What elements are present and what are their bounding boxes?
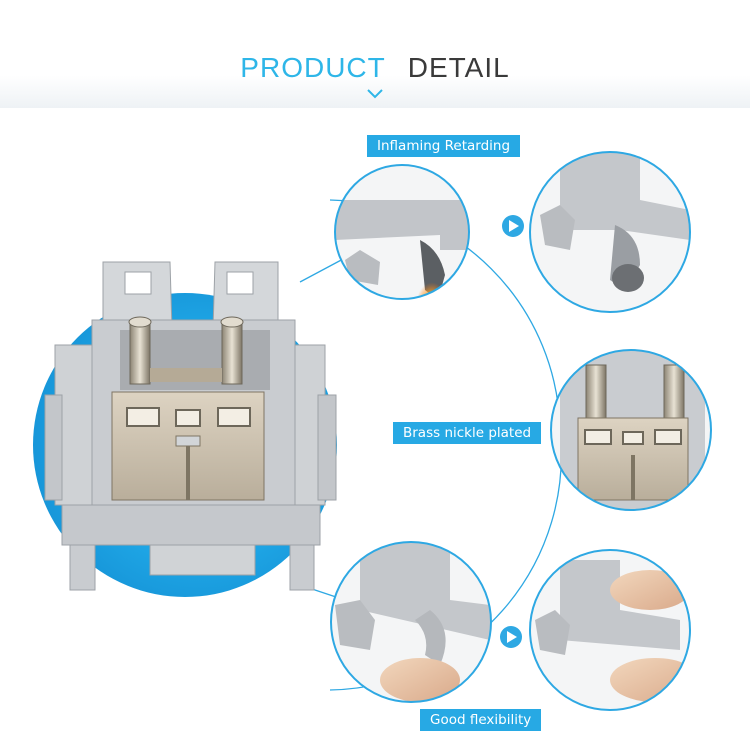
detail-flex-result-circle <box>530 550 690 710</box>
title-detail: DETAIL <box>407 52 510 83</box>
header-band: PRODUCT DETAIL <box>0 0 750 108</box>
page-title: PRODUCT DETAIL <box>0 52 750 84</box>
detail-flex-circle <box>331 542 491 702</box>
chevron-down-icon <box>367 89 383 99</box>
detail-burn-circle <box>335 165 469 299</box>
label-brass: Brass nickle plated <box>393 422 542 444</box>
terminal-block <box>44 261 337 591</box>
label-flexibility: Good flexibility <box>420 709 542 731</box>
detail-brass-circle <box>551 350 711 510</box>
title-product: PRODUCT <box>240 52 386 83</box>
label-inflaming: Inflaming Retarding <box>367 135 521 157</box>
detail-burned-circle <box>530 152 690 312</box>
